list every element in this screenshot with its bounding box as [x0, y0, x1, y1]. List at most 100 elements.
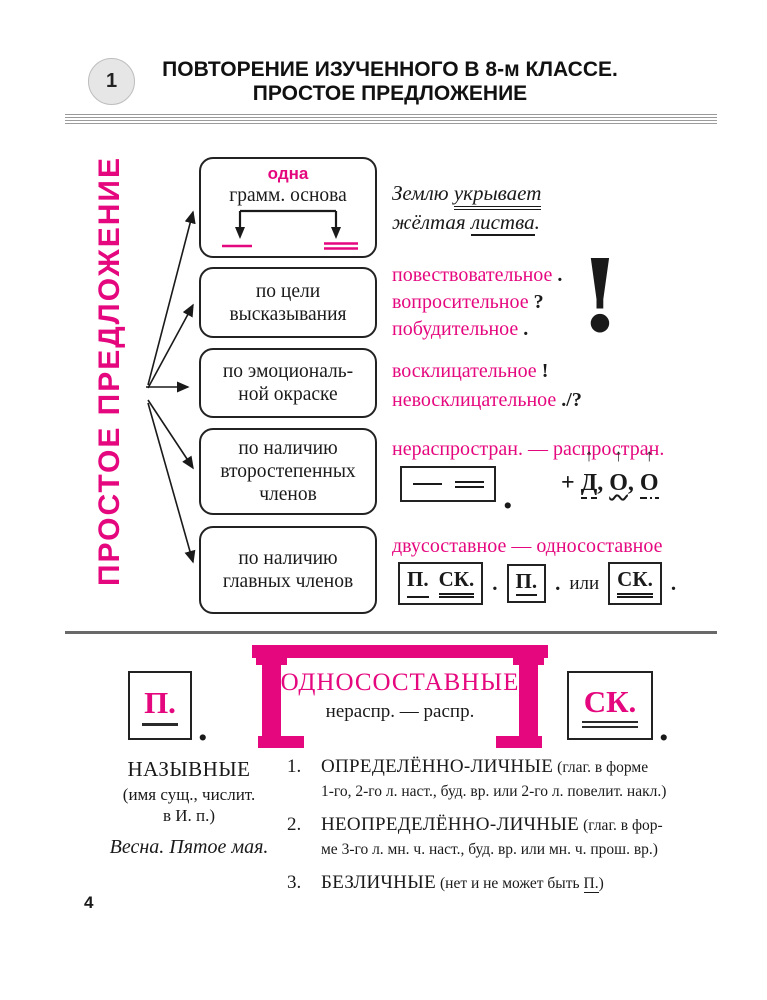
period: . [659, 707, 669, 749]
list-item-note: ме 3-го л. мн. ч. наст., буд. вр. или мн… [321, 841, 658, 858]
header-rule [65, 114, 717, 124]
predicate-abbr: СК. [581, 684, 639, 728]
box-secondary-members: по наличию второстепенных членов [199, 428, 377, 515]
box-purpose-label: по цели высказывания [229, 280, 347, 325]
period: . [198, 707, 208, 749]
big-exclamation-mark: ! [578, 237, 622, 355]
up-arrow-icon: ↑ [614, 446, 623, 465]
list-item-note: (глаг. в форме [557, 759, 649, 776]
plus-sign: + [561, 470, 575, 496]
purpose-item: повествовательное [392, 264, 553, 286]
box-grammar-label: грамм. основа [229, 185, 347, 206]
list-item-title: ОПРЕДЕЛЁННО-ЛИЧНЫЕ [321, 756, 554, 777]
page-title-line1: ПОВТОРЕНИЕ ИЗУЧЕННОГО В 8-м КЛАССЕ. [162, 58, 618, 81]
nominal-example: Весна. Пятое мая. [109, 836, 269, 858]
list-item-note: (глаг. в фор- [583, 817, 663, 834]
one-part-types-list: 1. ОПРЕДЕЛЁННО-ЛИЧНЫЕ (глаг. в форме 1-г… [287, 755, 735, 905]
box-emotion-label: по эмоциональ- ной окраске [222, 361, 354, 405]
underlined-subject-abbr: П. [583, 875, 599, 893]
nominal-title: НАЗЫВНЫЕ [127, 757, 251, 781]
list-item-impersonal: 3. БЕЗЛИЧНЫЕ (нет и не может быть П.) [287, 871, 735, 896]
attribute-letter: О [609, 470, 628, 496]
example-word: Землю [392, 181, 449, 205]
main-title: двусоставное — односоставное [392, 535, 663, 557]
bracket-stem-right [519, 658, 538, 736]
period: . [492, 571, 498, 595]
bracket-stem-left [262, 658, 281, 736]
list-number: 1. [287, 756, 302, 777]
box-main-members-label: по наличию главных членов [222, 548, 354, 592]
list-item-definite-personal: 1. ОПРЕДЕЛЁННО-ЛИЧНЫЕ (глаг. в форме 1-г… [287, 755, 735, 804]
period: . [670, 571, 677, 595]
example-predicate: укрывает [453, 181, 542, 210]
subject-abbr: П. [142, 685, 178, 726]
or-label: или [569, 572, 600, 594]
list-item-title: НЕОПРЕДЕЛЁННО-ЛИЧНЫЕ [321, 814, 580, 835]
predicate-line [454, 480, 484, 488]
example-word: жёлтая [392, 210, 466, 234]
emotion-punct: ! [541, 360, 549, 382]
page-number: 4 [84, 893, 94, 912]
list-item-note: 1-го, 2-го л. наст., буд. вр. или 2-го л… [321, 783, 667, 800]
secondary-title: нераспростран. — распростран. [392, 438, 665, 460]
page-title-line2: ПРОСТОЕ ПРЕДЛОЖЕНИЕ [252, 82, 528, 105]
scheme-period: . [503, 475, 513, 517]
fanout-arrows [146, 210, 196, 564]
example-period: . [534, 210, 540, 234]
one-part-subtitle: нераспр. — распр. [325, 701, 475, 722]
adverbial-letter: О [639, 470, 659, 499]
purpose-item: побудительное [392, 318, 519, 340]
one-part-predicate-scheme: СК. [608, 562, 662, 605]
box-grammar-basis: одна грамм. основа [199, 157, 377, 258]
list-item-indefinite-personal: 2. НЕОПРЕДЕЛЁННО-ЛИЧНЫЕ (глаг. в фор- ме… [287, 813, 735, 862]
box-main-members: по наличию главных членов [199, 526, 377, 614]
purpose-punct: ? [533, 291, 544, 313]
predicate-abbr: СК. [617, 567, 653, 598]
predicate-abbr: СК. [438, 567, 475, 598]
comma: , [597, 470, 604, 496]
box-emotion: по эмоциональ- ной окраске [199, 348, 377, 418]
bracket-top-bar [252, 645, 548, 658]
up-arrow-icon: ↑ [584, 446, 594, 465]
subject-box: П. [128, 671, 192, 740]
purpose-punct: . [523, 318, 529, 340]
up-arrow-icon: ↑ [644, 446, 654, 465]
purpose-list: повествовательное . вопросительное ? поб… [392, 262, 562, 343]
bare-sentence-scheme [400, 466, 496, 502]
nominal-block: НАЗЫВНЫЕ (имя сущ., числит. в И. п.) Вес… [88, 757, 290, 859]
bracket-foot-left [258, 736, 304, 748]
subject-abbr: П. [515, 569, 538, 596]
secondary-members-formula: + ↑ Д, ↑ О, ↑ О [561, 446, 659, 499]
one-part-title: ОДНОСОСТАВНЫЕ [280, 669, 520, 696]
list-item-note: (нет и не может быть [439, 875, 580, 892]
purpose-item: вопросительное [392, 291, 529, 313]
grammar-basis-diagram [222, 209, 358, 250]
one-part-bracket: ОДНОСОСТАВНЫЕ нераспр. — распр. [252, 645, 548, 757]
comma: , [627, 470, 634, 496]
list-item-note: ) [598, 875, 604, 892]
list-item-title: БЕЗЛИЧНЫЕ [321, 872, 436, 893]
predicate-box: СК. [567, 671, 653, 740]
purpose-punct: . [557, 264, 563, 286]
nominal-note: (имя сущ., числит. в И. п.) [122, 785, 256, 825]
subject-line [412, 483, 442, 485]
example-subject: листва [470, 210, 535, 236]
box-secondary-members-label: по наличию второстепенных членов [220, 438, 356, 505]
emotion-punct: ./? [561, 389, 582, 411]
main-members-schemes: П. СК. . П. . или СК. . [398, 562, 676, 605]
emotion-item: невосклицательное [392, 389, 557, 411]
list-number: 3. [287, 872, 302, 893]
emotion-list: восклицательное ! невосклицательное ./? [392, 357, 582, 415]
period: . [555, 571, 561, 595]
scheme-side-label: ПРОСТОЕ ПРЕДЛОЖЕНИЕ [93, 156, 126, 586]
box-purpose: по цели высказывания [199, 267, 377, 338]
object-letter: Д [580, 470, 598, 499]
section-number-badge: 1 [88, 58, 135, 105]
section-number: 1 [105, 70, 118, 92]
list-number: 2. [287, 814, 302, 835]
two-part-scheme: П. СК. [398, 562, 484, 605]
box-grammar-accent: одна [267, 164, 309, 183]
section-divider [65, 631, 717, 634]
emotion-item: восклицательное [392, 360, 537, 382]
